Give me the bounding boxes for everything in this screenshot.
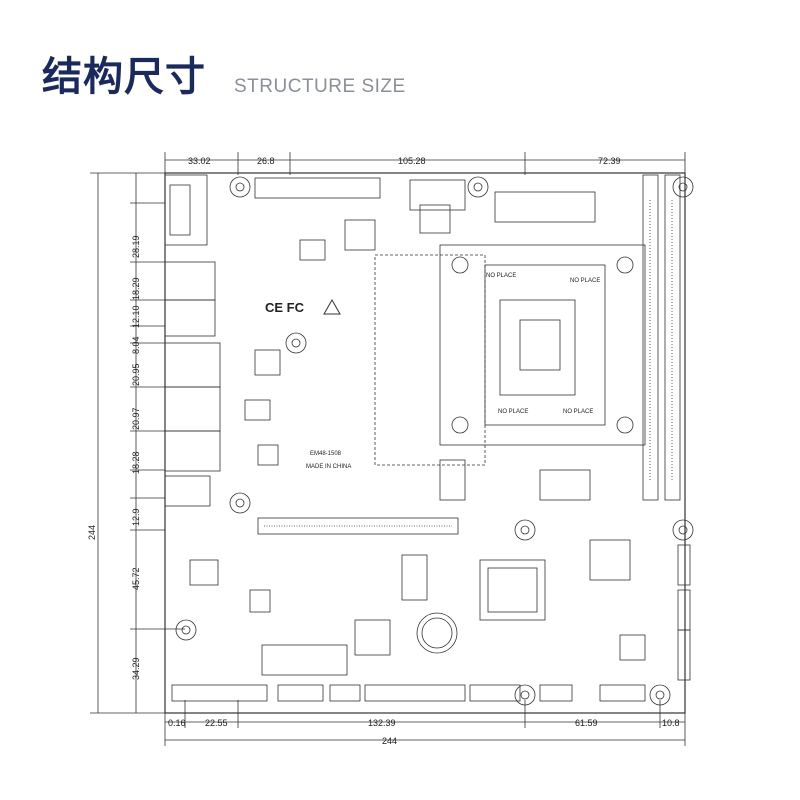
- top-header: [254, 177, 381, 199]
- mount-hole-8: [175, 619, 197, 641]
- dimm-slot-2: [664, 174, 681, 501]
- dim-left-8: 12.9: [131, 508, 141, 526]
- dimm-slot-1: [642, 174, 659, 501]
- dim-left-7: 18.28: [131, 451, 141, 474]
- silk-made-in: MADE IN CHINA: [306, 464, 351, 470]
- bottom-header-2: [277, 684, 324, 702]
- rj45-2: [164, 386, 221, 432]
- mount-hole-7: [672, 519, 694, 541]
- page-title: 结构尺寸: [42, 54, 206, 100]
- cpu-socket: [439, 244, 646, 446]
- pch-chip: [479, 559, 546, 621]
- dim-left-4: 8.04: [131, 336, 141, 354]
- mount-hole-2: [467, 176, 489, 198]
- mount-hole-4: [285, 332, 307, 354]
- dim-top-4: 72.39: [598, 156, 621, 166]
- dim-left-1: 28.19: [131, 235, 141, 258]
- mount-hole-3: [672, 176, 694, 198]
- dim-top-3: 105.28: [398, 156, 426, 166]
- bios-chip: [419, 204, 451, 234]
- pcie-slot: [257, 517, 459, 535]
- silk-no-place-1: NO PLACE: [486, 273, 516, 279]
- rj45-1: [164, 342, 221, 388]
- bottom-header-4: [364, 684, 466, 702]
- dim-top-2: 26.8: [257, 156, 275, 166]
- mount-hole-5: [229, 492, 251, 514]
- dim-bottom-2: 22.55: [205, 718, 228, 728]
- dim-left-5: 20.95: [131, 363, 141, 386]
- mount-hole-6: [514, 519, 536, 541]
- bottom-header-3: [329, 684, 361, 702]
- dim-top-1: 33.02: [188, 156, 211, 166]
- silk-no-place-3: NO PLACE: [498, 409, 528, 415]
- silk-no-place-2: NO PLACE: [570, 278, 600, 284]
- usb-stack-2: [164, 299, 216, 337]
- sata-header: [261, 644, 348, 676]
- mount-hole-9: [514, 684, 536, 706]
- cmos-battery: [416, 612, 458, 654]
- usb-stack-3: [164, 475, 211, 507]
- dim-bottom-3: 132.39: [368, 718, 396, 728]
- page-subtitle: STRUCTURE SIZE: [234, 76, 406, 97]
- dim-width-total: 244: [382, 736, 397, 746]
- mount-hole-1: [229, 176, 251, 198]
- dim-left-2: 18.29: [131, 277, 141, 300]
- board-outline: [164, 172, 686, 714]
- dim-left-10: 34.29: [131, 657, 141, 680]
- vrm-area: [374, 254, 486, 466]
- dim-left-3: 12.10: [131, 305, 141, 328]
- dim-bottom-4: 61.59: [575, 718, 598, 728]
- bottom-header-1: [171, 684, 268, 702]
- dim-left-6: 20.97: [131, 407, 141, 430]
- dim-bottom-1: 0.16: [168, 718, 186, 728]
- bottom-header-5: [469, 684, 521, 702]
- mount-hole-10: [649, 684, 671, 706]
- bottom-header-6: [539, 684, 573, 702]
- dim-left-9: 45.72: [131, 567, 141, 590]
- audio-jack: [164, 430, 221, 472]
- ce-fc-mark: CE FC: [265, 300, 305, 315]
- warning-triangle-icon: [323, 298, 341, 315]
- vga-connector: [164, 174, 208, 246]
- dim-height-total: 244: [87, 525, 97, 540]
- bottom-header-7: [599, 684, 646, 702]
- silk-model: EM48-1508: [310, 451, 342, 457]
- dim-bottom-5: 10.8: [662, 718, 680, 728]
- silk-no-place-4: NO PLACE: [563, 409, 593, 415]
- usb-stack-1: [164, 261, 216, 301]
